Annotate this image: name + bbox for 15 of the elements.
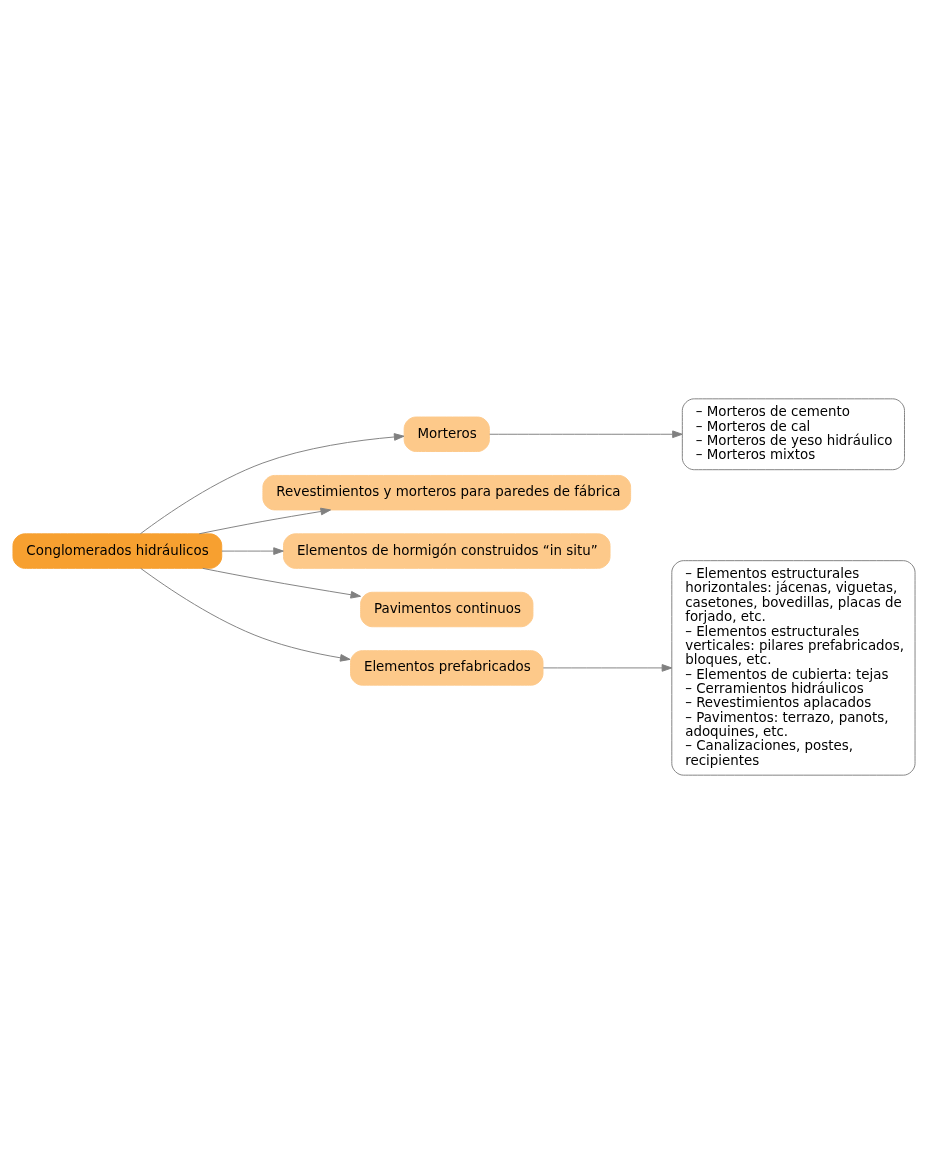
arrow: [140, 567, 351, 662]
arrow: [198, 507, 332, 534]
node-box: – Elementos estructurales horizontales: jácenas, viguetas, casetones, bovedillas, placas de forjado, etc. – Elementos estructurales verticales: pilares prefabricados, bloques, etc. – Elementos de cubierta: tejas – Cerramientos hidráulicos – Revestimientos aplacados – Pavimentos: terrazo, panots, adoquines, etc. – Canalizaciones, postes, recipientes: [671, 559, 916, 776]
node-box: Revestimientos y morteros para paredes de fábrica: [262, 474, 632, 510]
arrow: [542, 663, 673, 672]
arrow: [489, 429, 683, 438]
node-box: – Morteros de cemento – Morteros de cal – Morteros de yeso hidráulico – Morteros mixtos: [681, 397, 905, 470]
node-box: Elementos prefabricados: [350, 649, 544, 686]
node-box: Conglomerados hidráulicos: [12, 532, 223, 569]
arrow: [202, 567, 362, 599]
node-box: Pavimentos continuos: [360, 591, 534, 627]
arrow: [139, 432, 405, 534]
node-box: Morteros: [403, 416, 490, 452]
arrow: [221, 546, 284, 555]
node-box: Elementos de hormigón construidos “in situ”: [283, 532, 611, 569]
